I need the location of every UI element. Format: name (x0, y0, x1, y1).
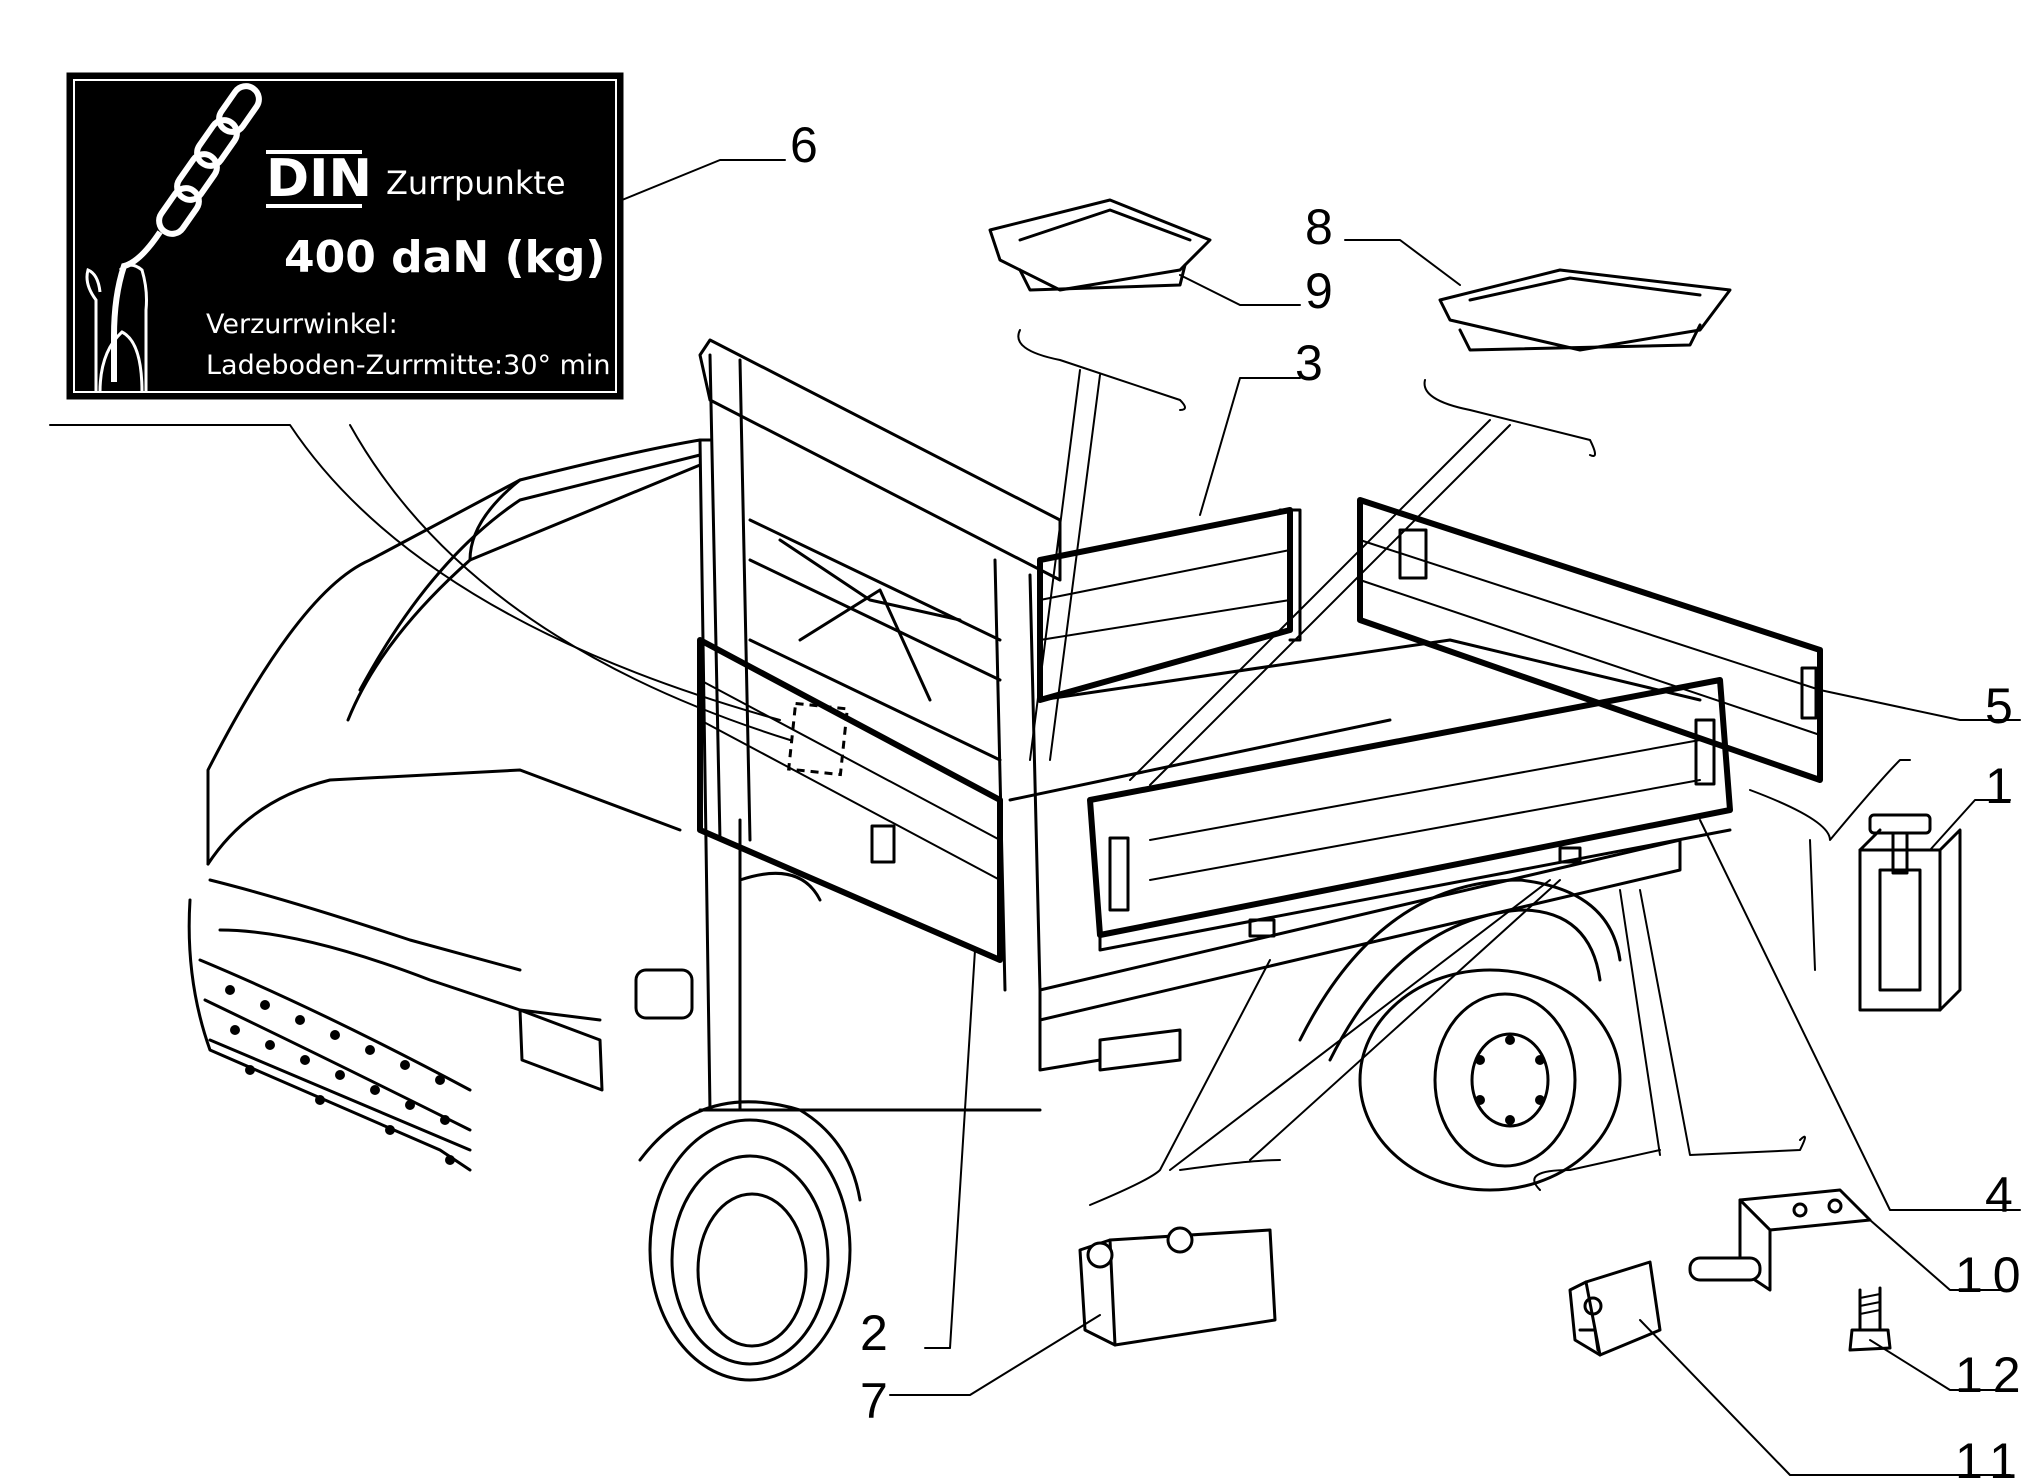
hinge-sleeve-11 (1568, 1260, 1662, 1357)
callout-2: 2 (860, 1305, 888, 1361)
callout-10: 10 (1955, 1247, 2031, 1303)
rear-wheel (1298, 878, 1622, 1192)
hinge-bracket-10 (1688, 1188, 1872, 1292)
callout-1: 1 (1985, 758, 2013, 814)
callout-11: 11 (1955, 1433, 2027, 1482)
front-wheel (638, 1100, 862, 1382)
callout-9: 9 (1305, 263, 1333, 319)
callout-6: 6 (790, 117, 818, 173)
plate-capacity: 400 daN (kg) (284, 232, 605, 283)
callout-5: 5 (1985, 678, 2013, 734)
callout-8: 8 (1305, 199, 1333, 255)
grille-holes (225, 985, 455, 1165)
lashing-hook-icon (85, 263, 148, 393)
din-mark: DIN (266, 149, 372, 209)
callout-numbers: 1 2 3 4 5 6 7 8 9 10 11 12 (790, 117, 2031, 1482)
cover-cap-9 (988, 198, 1212, 292)
plate-angle-value: Ladeboden-Zurrmitte:30° min (206, 350, 611, 381)
callout-12: 12 (1955, 1347, 2031, 1403)
clamp-part-1 (1858, 813, 1962, 1012)
lashing-label-plate: DIN Zurrpunkte 400 daN (kg) Verzurrwinke… (66, 72, 624, 400)
plate-heading: Zurrpunkte (386, 164, 566, 202)
callout-4: 4 (1985, 1167, 2013, 1223)
plate-angle-label: Verzurrwinkel: (206, 309, 398, 340)
cover-cap-8 (1438, 268, 1732, 352)
leader-lines (49, 159, 2021, 1476)
marker-light-7 (1078, 1226, 1277, 1347)
callout-3: 3 (1295, 335, 1323, 391)
truck-illustration (187, 338, 1823, 1382)
callout-7: 7 (860, 1373, 888, 1429)
